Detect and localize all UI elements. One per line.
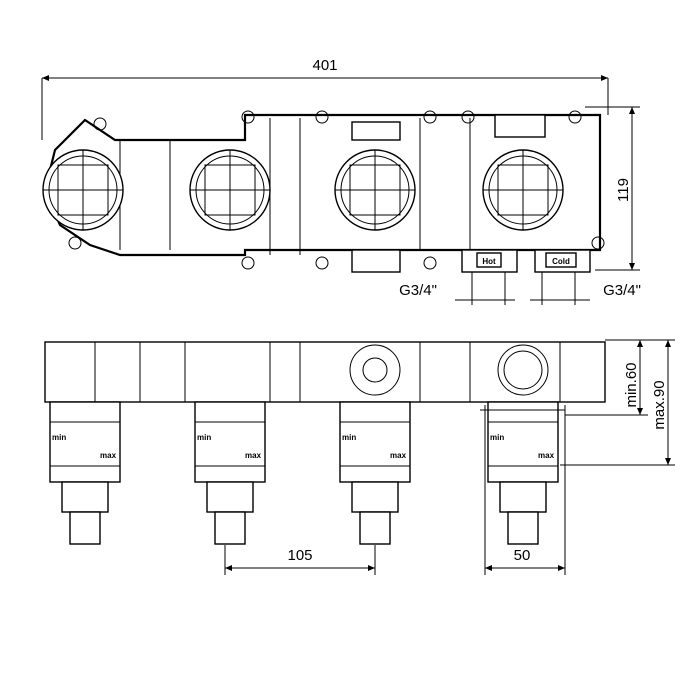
overall-width-label: 401 <box>312 57 337 74</box>
max-mark-1: max <box>100 451 117 460</box>
side-view: min max min max min max min max <box>44 341 606 545</box>
cartridge-4 <box>487 401 559 545</box>
dimension-spacing: 105 50 <box>224 405 566 575</box>
dimension-overall-width: 401 <box>41 57 609 140</box>
height-label: 119 <box>615 178 632 202</box>
min-depth-label: min.60 <box>623 362 640 407</box>
dimension-height: 119 <box>585 106 640 271</box>
top-view: Hot Cold <box>42 110 605 273</box>
valve-port-1 <box>42 149 124 231</box>
hot-label: Hot <box>482 257 496 266</box>
min-mark-3: min <box>342 433 356 442</box>
valve-port-4 <box>482 149 564 231</box>
cartridge-3 <box>339 401 411 545</box>
min-mark-4: min <box>490 433 504 442</box>
min-mark-2: min <box>197 433 211 442</box>
spacing-label: 105 <box>287 547 312 564</box>
max-mark-3: max <box>390 451 407 460</box>
inlet-left-label: G3/4" <box>399 282 437 299</box>
cold-label: Cold <box>552 257 570 266</box>
max-mark-2: max <box>245 451 262 460</box>
valve-port-3 <box>334 149 416 231</box>
dimension-depth: min.60 max.90 <box>560 339 675 466</box>
cartridge-2 <box>194 401 266 545</box>
max-depth-label: max.90 <box>651 380 668 429</box>
body-width-label: 50 <box>514 547 531 564</box>
valve-port-2 <box>189 149 271 231</box>
min-mark-1: min <box>52 433 66 442</box>
max-mark-4: max <box>538 451 555 460</box>
dimension-inlets: G3/4" G3/4" <box>399 272 641 305</box>
cartridge-1 <box>49 401 121 545</box>
mounting-holes <box>68 110 605 270</box>
inlet-right-label: G3/4" <box>603 282 641 299</box>
